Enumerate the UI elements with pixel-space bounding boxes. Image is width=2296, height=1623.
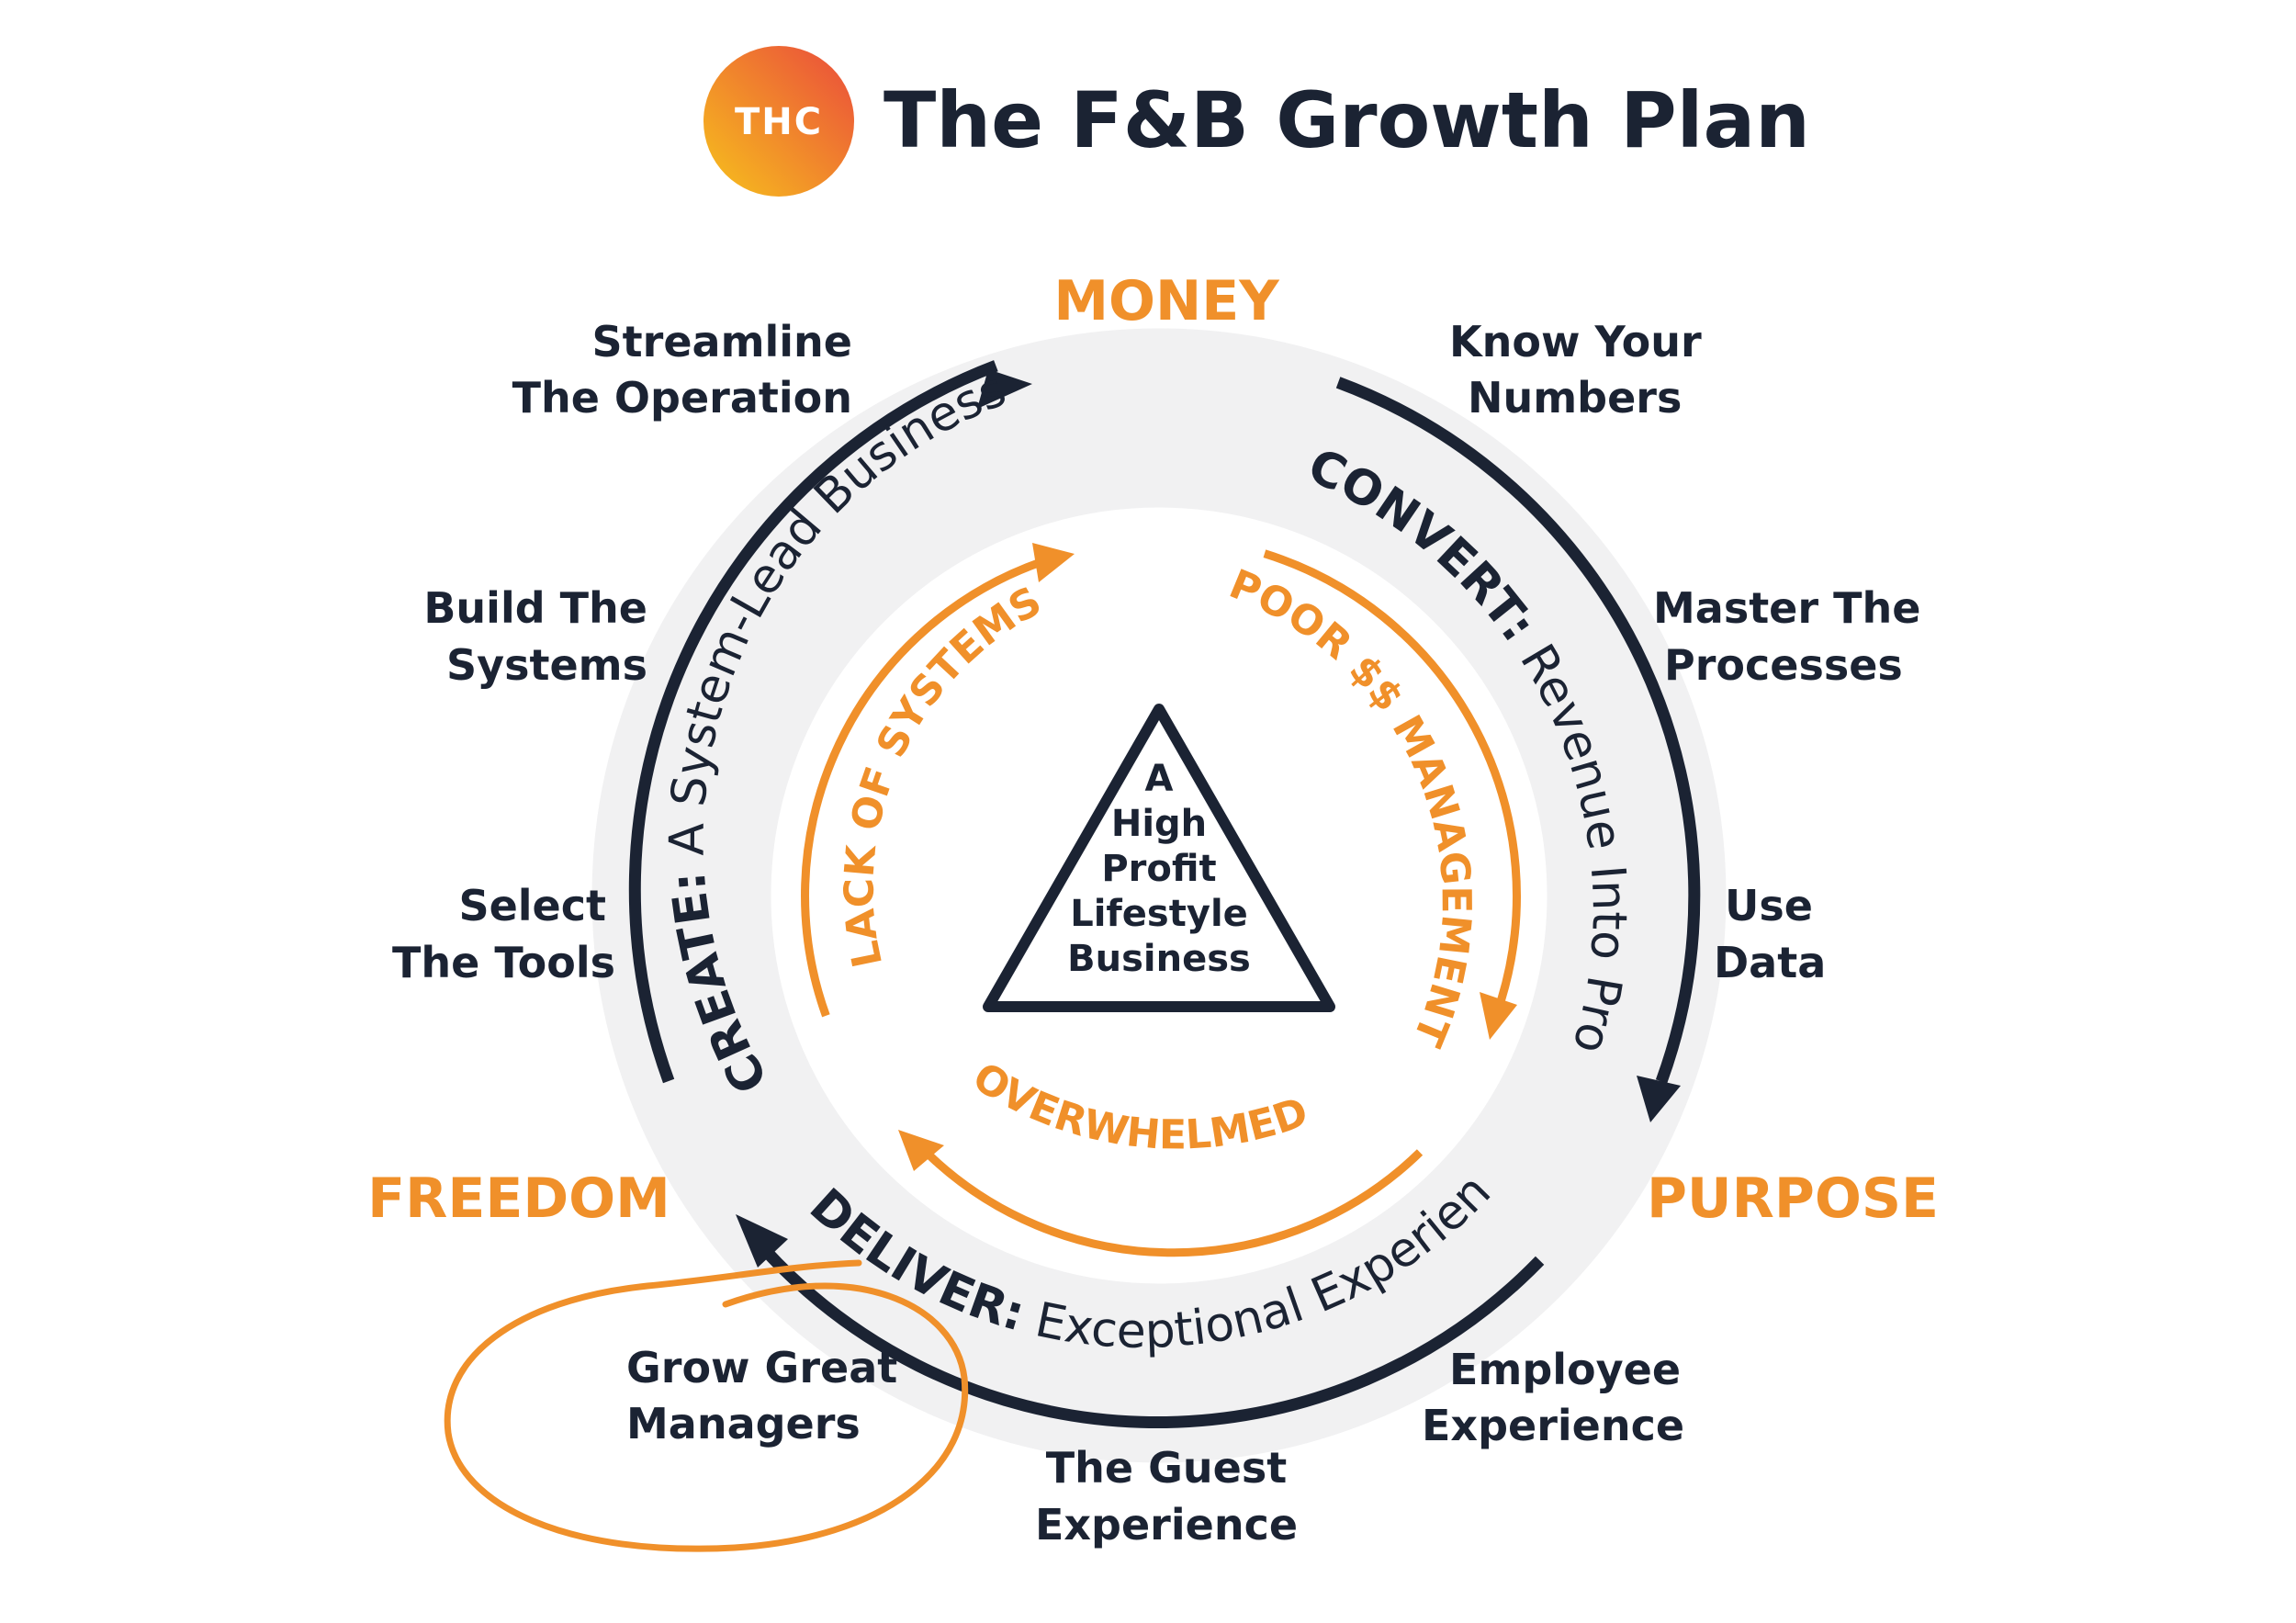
center-text: A High Profit Lifestyle Business	[1067, 758, 1251, 980]
svg-text:Know Your: Know Your	[1449, 317, 1702, 366]
center-line-1: A	[1145, 758, 1174, 800]
step-grow-managers: Grow Great Managers	[626, 1343, 897, 1448]
step-select-tools: Select The Tools	[392, 881, 615, 987]
center-triangle	[983, 704, 1335, 1012]
svg-text:The Operation: The Operation	[512, 373, 852, 423]
inner-arrowhead-left	[898, 1130, 944, 1171]
highlight-scribble-circle	[444, 1259, 969, 1552]
outer-cycle-arrows	[628, 360, 1701, 1428]
step-guest-experience: The Guest Experience	[1035, 1443, 1298, 1550]
svg-text:Experience: Experience	[1422, 1401, 1684, 1450]
svg-text:Use: Use	[1725, 881, 1813, 930]
step-build-systems: Build The Systems	[423, 583, 647, 690]
svg-text:Grow Great: Grow Great	[626, 1343, 897, 1392]
svg-text:Build The: Build The	[423, 583, 647, 633]
center-line-3: Profit	[1101, 848, 1216, 890]
overwhelmed-text: OVERWHELMED	[964, 1054, 1313, 1159]
svg-text:Numbers: Numbers	[1468, 373, 1682, 423]
svg-text:The Tools: The Tools	[392, 938, 615, 987]
outer-arc-create	[628, 360, 998, 1084]
arrowhead-right	[1637, 1076, 1681, 1122]
outer-arc-convert	[1335, 377, 1701, 1084]
svg-text:Managers: Managers	[626, 1399, 861, 1448]
inner-arc-right	[1263, 549, 1521, 1002]
inner-arrowhead-right	[1480, 992, 1517, 1040]
step-use-data: Use Data	[1714, 881, 1826, 987]
arrowhead-bottom-left	[736, 1214, 788, 1268]
svg-text:Systems: Systems	[446, 640, 647, 690]
center-line-4: Lifestyle	[1070, 893, 1248, 935]
thc-logo	[703, 46, 854, 197]
step-know-numbers: Know Your Numbers	[1449, 317, 1702, 423]
pillar-money: MONEY	[1053, 269, 1280, 333]
thc-logo-text: THC	[735, 101, 823, 143]
pillar-purpose: PURPOSE	[1647, 1167, 1939, 1231]
svg-text:The Guest: The Guest	[1046, 1443, 1287, 1493]
inner-arc-bottom	[925, 1149, 1424, 1257]
inner-cycle-arrows	[801, 549, 1521, 1257]
arrowhead-top	[977, 369, 1032, 409]
step-master-processes: Master The Processes	[1653, 583, 1920, 690]
inner-arc-left	[801, 558, 1043, 1018]
center-line-2: High	[1111, 803, 1207, 845]
page-title: The F&B Growth Plan	[884, 75, 1810, 165]
svg-text:Data: Data	[1714, 938, 1826, 987]
svg-text:Streamline: Streamline	[592, 317, 852, 366]
inner-arrowhead-top	[1032, 543, 1075, 582]
header: THC The F&B Growth Plan	[703, 46, 1810, 197]
center-line-5: Business	[1067, 938, 1251, 980]
outer-arc-deliver	[748, 1232, 1545, 1428]
pillar-freedom: FREEDOM	[367, 1167, 670, 1231]
ring-band	[591, 328, 1727, 1463]
svg-text:Master The: Master The	[1653, 583, 1920, 633]
svg-text:Employee: Employee	[1449, 1345, 1681, 1394]
svg-text:Processes: Processes	[1664, 640, 1903, 690]
svg-text:Experience: Experience	[1035, 1500, 1298, 1550]
svg-text:Select: Select	[458, 881, 606, 930]
step-employee-experience: Employee Experience	[1422, 1345, 1684, 1450]
inner-overwhelmed: OVERWHELMED	[964, 1054, 1313, 1159]
step-streamline: Streamline The Operation	[512, 317, 852, 423]
